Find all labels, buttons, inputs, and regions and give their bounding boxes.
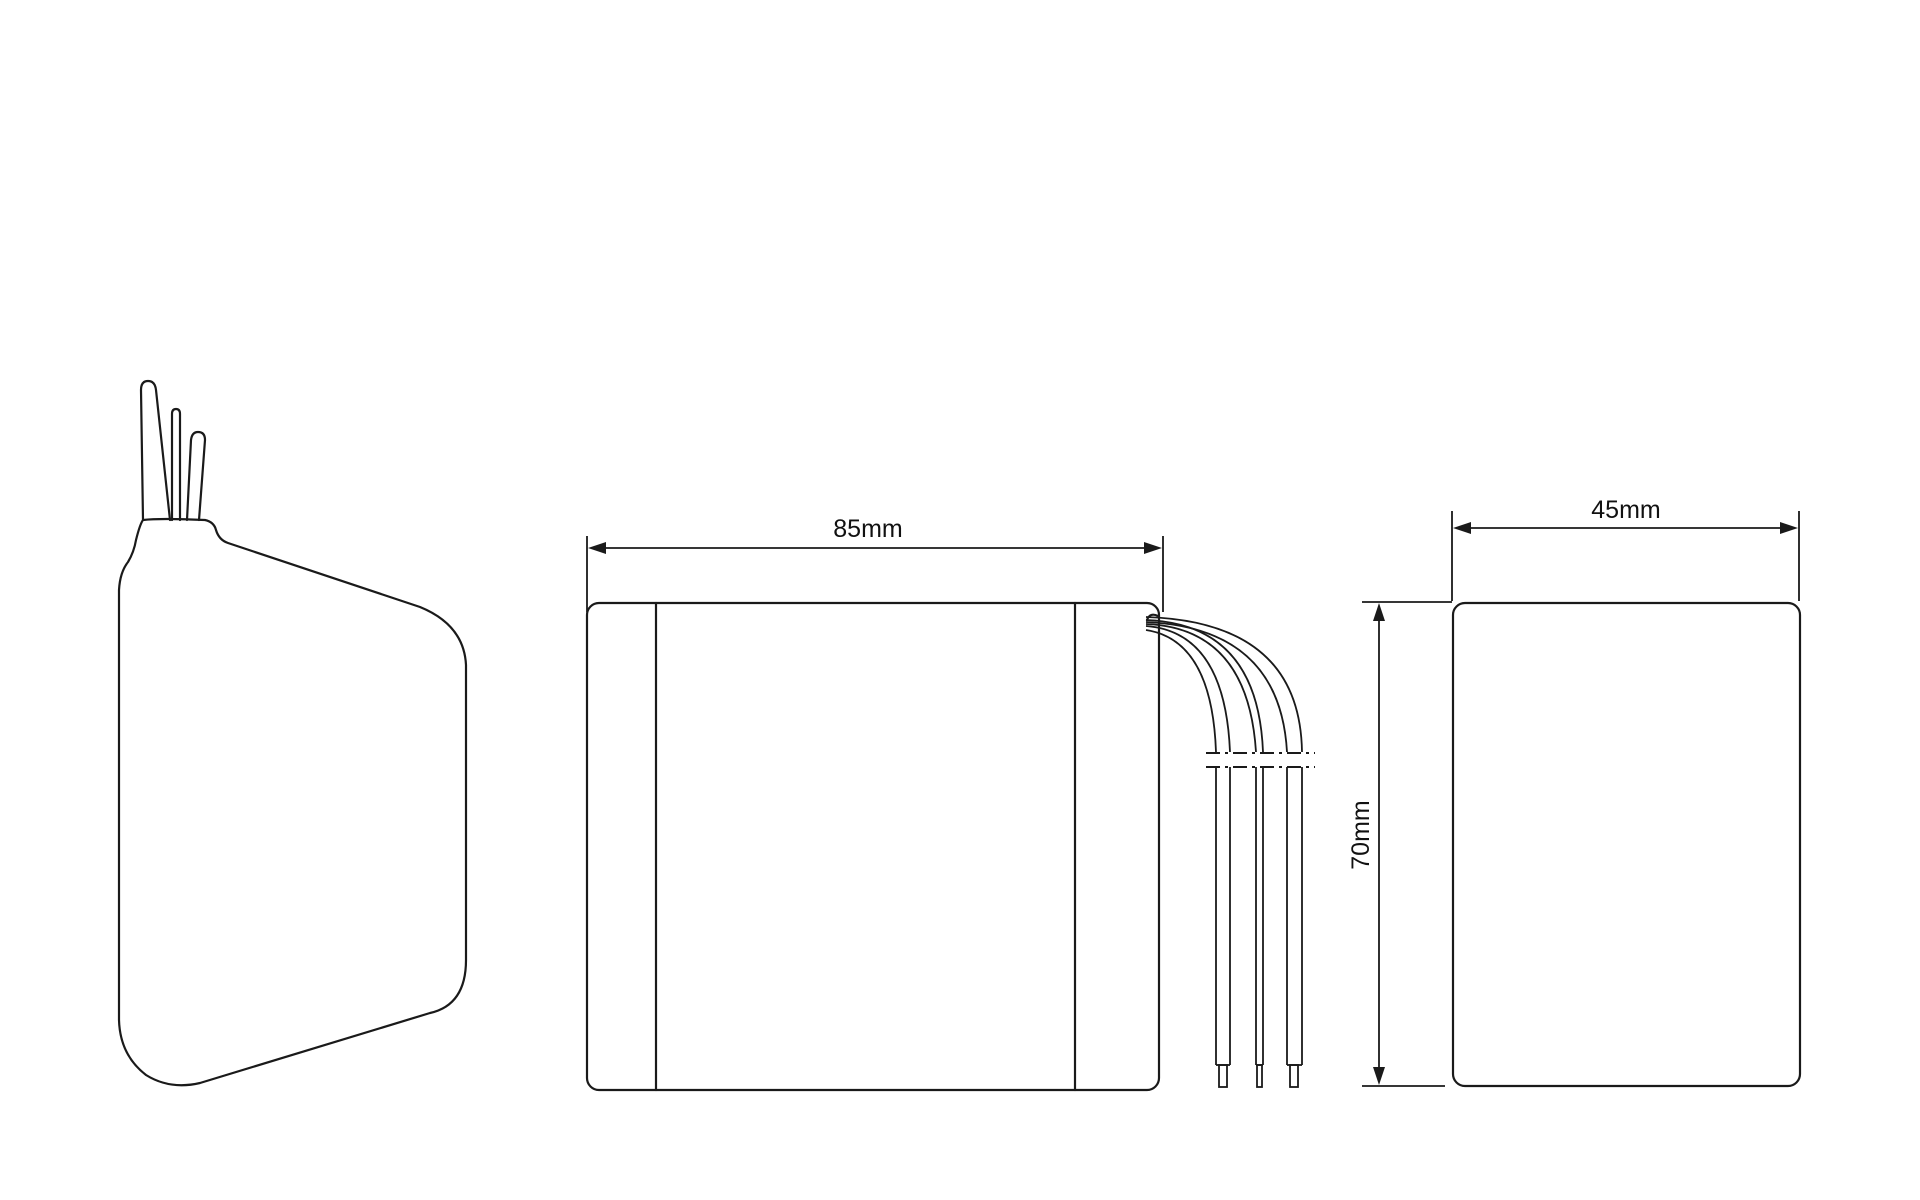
wire-3-outer-curve <box>1145 616 1303 753</box>
arrowhead-bottom-icon <box>1373 1067 1385 1085</box>
dimension-width: 85mm <box>586 515 1164 612</box>
wire-1-inner-curve <box>1145 629 1217 753</box>
wire-3-tip <box>1289 1064 1299 1088</box>
arrowhead-right-icon <box>1780 522 1798 534</box>
dimension-depth: 45mm <box>1451 496 1800 601</box>
dimension-label-depth: 45mm <box>1591 496 1660 524</box>
arrowhead-top-icon <box>1373 603 1385 621</box>
wire-1-tip <box>1218 1064 1228 1088</box>
wire-bundle <box>1145 613 1315 1088</box>
end-view: 45mm 70mm <box>1347 496 1802 1088</box>
arrowhead-left-icon <box>588 542 606 554</box>
wire-3-inner-curve <box>1145 621 1288 753</box>
lead-wire-1 <box>139 379 172 522</box>
lead-wire-3 <box>185 430 207 522</box>
arrowhead-right-icon <box>1144 542 1162 554</box>
end-body-outline <box>1451 601 1802 1088</box>
wire-2-outer-curve <box>1145 619 1264 753</box>
front-body-outline <box>585 601 1161 1092</box>
lead-wire-2 <box>170 407 182 522</box>
side-lead-wires <box>139 379 207 522</box>
side-view <box>117 379 468 1087</box>
dimension-height: 70mm <box>1347 601 1452 1087</box>
arrowhead-left-icon <box>1453 522 1471 534</box>
wire-2-tip <box>1256 1064 1263 1088</box>
side-body-outline <box>117 517 468 1087</box>
wire-1-outer-curve <box>1145 625 1231 753</box>
wire-exit-cap <box>1145 613 1160 622</box>
dimension-label-width: 85mm <box>833 515 902 543</box>
front-view: 85mm <box>585 515 1315 1092</box>
wire-2-inner-curve <box>1145 623 1257 753</box>
dimension-label-height: 70mm <box>1347 800 1375 869</box>
